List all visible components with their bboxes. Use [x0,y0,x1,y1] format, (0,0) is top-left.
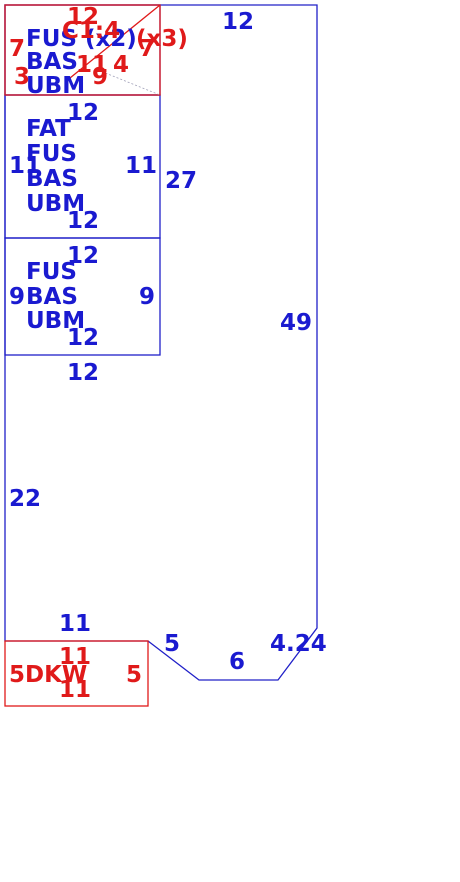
deck-outline [4,640,149,707]
deck-bottom-dim: 11 [59,677,91,703]
room-lower-left-dim: 9 [9,284,25,310]
deck-right-dim: 5 [126,662,142,688]
deck-label: 5DKW [9,662,87,688]
room-top-red-outline [4,4,161,96]
open-area-left-dim: 22 [9,486,41,512]
building-outline [4,4,318,681]
room-top-red-tag-x3: (x3) [136,26,188,52]
outline-bottom-left-dim: 11 [59,611,91,637]
room-top-red-right-dim: 7 [139,36,155,62]
room-top-red-inner-dim-b: 4 [113,52,129,78]
room-top-label-line1: FUS (x2) [26,26,137,52]
room-top-dotted-diagonal [97,69,161,96]
room-middle-label-line2: FUS [26,141,77,167]
room-middle-label-line1: FAT [26,116,71,142]
room-top-red-diagonal [69,4,161,79]
outline-top-dim: 12 [222,9,254,35]
room-middle-bottom-dim: 12 [67,208,99,234]
room-middle-label-line4: UBM [26,191,85,217]
outline-chamfer-left-dim: 5 [164,631,180,657]
room-top-red-left-dim: 7 [9,36,25,62]
room-lower-outline [4,237,161,356]
room-middle-label-line3: BAS [26,166,78,192]
outline-right-dim: 49 [280,310,312,336]
room-lower-right-dim: 9 [139,284,155,310]
outline-bottom-flat-dim: 6 [229,649,245,675]
room-top-red-left-lower-dim: 3 [14,64,30,90]
room-lower-label-line3: UBM [26,308,85,334]
room-lower-bottom-dim: 12 [67,325,99,351]
room-top-label-line2: BAS [26,49,78,75]
room-top-red-top-dim: 12 [67,4,99,30]
room-top-red-mid-dim: 9 [92,64,108,90]
room-top-label-line3: UBM [26,73,85,99]
room-middle-left-dim: 11 [9,153,41,179]
room-lower-label-line2: BAS [26,284,78,310]
outline-left-dim: 27 [165,168,197,194]
room-top-red-inner-dim-a: 11 [76,52,108,78]
outline-chamfer-right-dim: 4.24 [270,631,327,657]
room-lower-top-dim: 12 [67,243,99,269]
open-area-top-dim: 12 [67,360,99,386]
room-lower-label-line1: FUS [26,259,77,285]
room-middle-top-dim: 12 [67,100,99,126]
room-top-red-overlap-text: C1:4 [62,18,120,44]
deck-top-dim: 11 [59,644,91,670]
room-middle-right-dim: 11 [125,153,157,179]
